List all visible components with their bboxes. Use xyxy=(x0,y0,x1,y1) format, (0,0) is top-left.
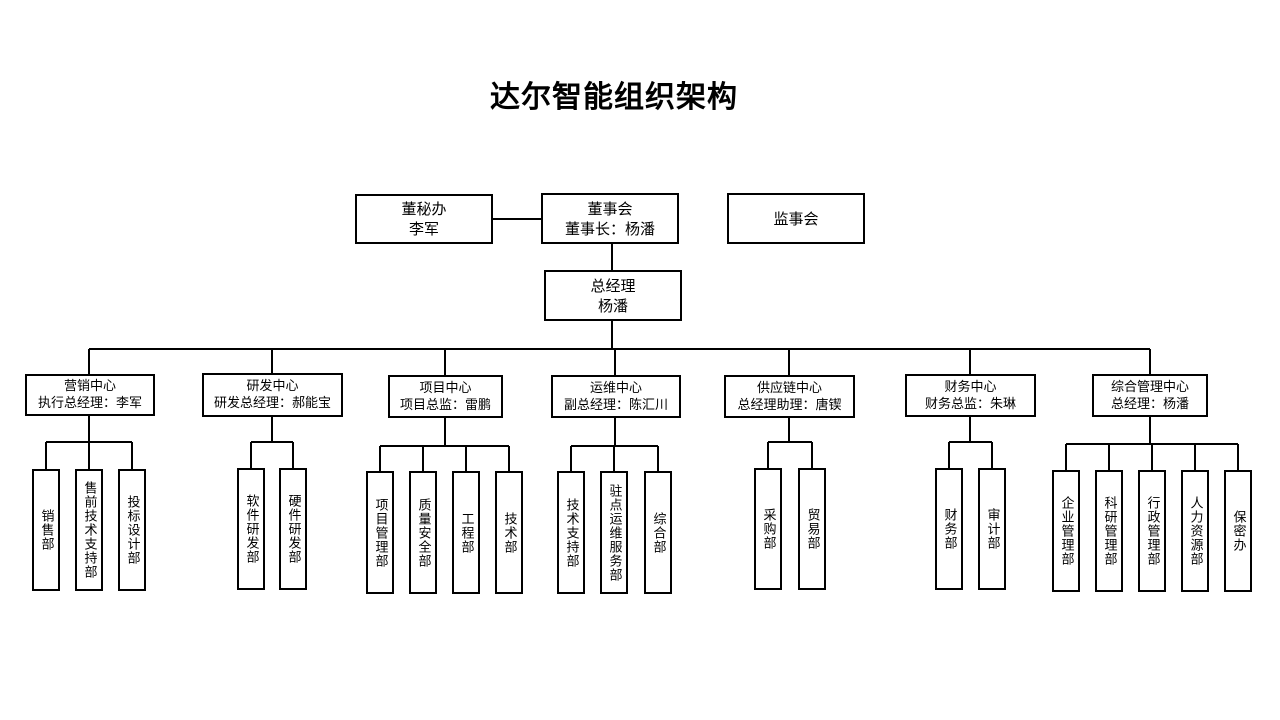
department-box: 人力资源部 xyxy=(1181,470,1209,592)
department-box: 质量安全部 xyxy=(409,471,437,594)
department-name: 质量安全部 xyxy=(415,497,431,568)
department-box: 科研管理部 xyxy=(1095,470,1123,592)
center-name: 供应链中心 xyxy=(756,380,822,396)
department-box: 企业管理部 xyxy=(1052,470,1080,592)
department-box: 软件研发部 xyxy=(237,468,265,590)
department-name: 驻点运维服务部 xyxy=(606,483,622,582)
department-name: 贸易部 xyxy=(804,508,820,550)
department-name: 人力资源部 xyxy=(1187,496,1203,566)
department-box: 工程部 xyxy=(452,471,480,594)
center-head: 项目总监：雷鹏 xyxy=(399,397,491,413)
department-name: 技术部 xyxy=(501,511,517,554)
department-name: 技术支持部 xyxy=(563,497,579,568)
secretary-office-box: 董秘办 李军 xyxy=(355,194,493,244)
department-name: 销售部 xyxy=(38,509,54,551)
center-box-project: 项目中心 项目总监：雷鹏 xyxy=(388,375,503,418)
center-box-general-management: 综合管理中心 总经理：杨潘 xyxy=(1092,374,1208,417)
center-box-rnd: 研发中心 研发总经理：郝能宝 xyxy=(202,373,343,417)
department-box: 项目管理部 xyxy=(366,471,394,594)
supervisory-board-box: 监事会 xyxy=(727,193,865,244)
center-name: 财务中心 xyxy=(944,379,997,395)
center-name: 运维中心 xyxy=(589,380,642,396)
department-name: 项目管理部 xyxy=(372,497,388,568)
center-name: 研发中心 xyxy=(246,379,299,394)
department-box: 售前技术支持部 xyxy=(75,469,103,591)
center-name: 营销中心 xyxy=(63,379,116,394)
center-head: 总经理助理：唐锲 xyxy=(737,397,842,413)
department-box: 采购部 xyxy=(754,468,782,590)
department-box: 驻点运维服务部 xyxy=(600,471,628,594)
center-box-finance: 财务中心 财务总监：朱琳 xyxy=(905,374,1036,417)
secretary-office-person: 李军 xyxy=(408,220,439,238)
department-name: 软件研发部 xyxy=(243,494,259,564)
center-name: 项目中心 xyxy=(419,380,472,396)
board-chairman: 董事长：杨潘 xyxy=(564,219,655,238)
center-box-operations: 运维中心 副总经理：陈汇川 xyxy=(551,375,681,418)
secretary-office-name: 董秘办 xyxy=(401,200,447,218)
supervisory-board-name: 监事会 xyxy=(773,209,819,228)
department-box: 财务部 xyxy=(935,468,963,590)
department-name: 财务部 xyxy=(941,508,957,550)
department-name: 工程部 xyxy=(458,511,474,554)
department-box: 综合部 xyxy=(644,471,672,594)
department-name: 硬件研发部 xyxy=(285,494,301,564)
general-manager-box: 总经理 杨潘 xyxy=(544,270,682,321)
department-name: 采购部 xyxy=(760,508,776,550)
department-name: 审计部 xyxy=(984,508,1000,550)
board-name: 董事会 xyxy=(587,199,633,218)
center-box-supply-chain: 供应链中心 总经理助理：唐锲 xyxy=(724,375,855,418)
department-name: 投标设计部 xyxy=(124,495,140,565)
department-box: 销售部 xyxy=(32,469,60,591)
center-head: 副总经理：陈汇川 xyxy=(563,397,668,413)
center-head: 财务总监：朱琳 xyxy=(924,396,1016,412)
center-name: 综合管理中心 xyxy=(1110,379,1189,395)
board-box: 董事会 董事长：杨潘 xyxy=(541,193,679,244)
center-head: 执行总经理：李军 xyxy=(37,396,142,411)
department-box: 投标设计部 xyxy=(118,469,146,591)
department-name: 综合部 xyxy=(650,511,666,554)
department-box: 硬件研发部 xyxy=(279,468,307,590)
general-manager-title: 总经理 xyxy=(590,276,636,295)
center-head: 研发总经理：郝能宝 xyxy=(213,396,331,411)
department-name: 科研管理部 xyxy=(1101,496,1117,566)
department-box: 技术支持部 xyxy=(557,471,585,594)
department-name: 保密办 xyxy=(1230,510,1246,552)
general-manager-person: 杨潘 xyxy=(597,296,628,315)
center-box-marketing: 营销中心 执行总经理：李军 xyxy=(25,374,155,416)
department-box: 保密办 xyxy=(1224,470,1252,592)
department-box: 行政管理部 xyxy=(1138,470,1166,592)
department-box: 贸易部 xyxy=(798,468,826,590)
chart-title: 达尔智能组织架构 xyxy=(490,80,738,115)
department-box: 技术部 xyxy=(495,471,523,594)
center-head: 总经理：杨潘 xyxy=(1110,396,1189,412)
department-name: 行政管理部 xyxy=(1144,496,1160,566)
department-name: 售前技术支持部 xyxy=(81,481,97,579)
department-box: 审计部 xyxy=(978,468,1006,590)
department-name: 企业管理部 xyxy=(1058,496,1074,566)
